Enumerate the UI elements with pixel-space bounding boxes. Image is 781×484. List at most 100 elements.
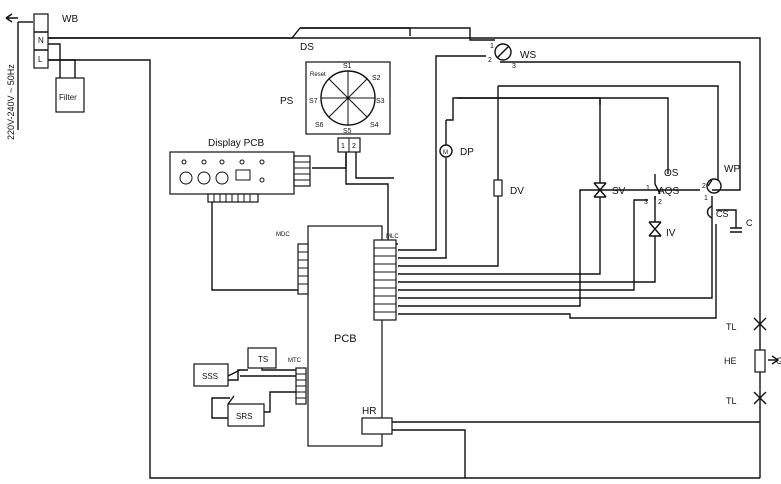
tl-bottom-symbol [753, 391, 767, 405]
dv-label: DV [510, 186, 524, 197]
wp-label: WP [724, 164, 740, 175]
c-capacitor-icon [730, 227, 742, 233]
mtc-pins [296, 373, 306, 399]
display-knob-1 [179, 171, 193, 185]
os-pin3: 3 [644, 199, 648, 206]
hr-connector [361, 417, 393, 435]
iv-symbol [648, 221, 662, 237]
display-knob-3 [215, 171, 229, 185]
cs-return-wire [398, 224, 717, 319]
ps-s2: S2 [372, 75, 381, 82]
mdc-label: MDC [276, 232, 290, 238]
display-led-1 [181, 159, 187, 165]
cs-c-wire [716, 209, 737, 228]
dp-pump: M DP [439, 144, 474, 158]
main-pcb: PCB MDC MLC MTC HR [276, 225, 399, 447]
iv-valve: IV [648, 221, 676, 239]
ps-s4: S4 [370, 122, 379, 129]
wp-pump: WP 1 2 CS C [702, 164, 753, 233]
ps-s6: S6 [315, 122, 324, 129]
sv-label: SV [612, 186, 626, 197]
l-label: L [38, 55, 43, 64]
ps-pin1: 1 [341, 143, 345, 150]
mtc-label: MTC [288, 358, 302, 364]
ps-label: PS [280, 96, 294, 107]
display-bottom-pins [213, 194, 251, 202]
ws-to-mlc-wire [398, 55, 486, 251]
cs-label: CS [716, 209, 729, 219]
program-selector: PS Reset S1 S2 S3 S4 S5 S6 S7 1 2 [280, 61, 391, 153]
filter-box [55, 77, 85, 113]
ts-wire [228, 369, 248, 381]
sv-valve: SV [593, 182, 626, 198]
dv-wire [398, 86, 499, 267]
ds-ws-wire [300, 27, 495, 41]
wp-contact [707, 179, 713, 187]
display-screen [235, 169, 251, 181]
dv-valve: DV [493, 179, 524, 197]
tl-bottom-label: TL [726, 396, 737, 406]
display-knob-2 [197, 171, 211, 185]
pcb-board [307, 225, 383, 447]
n-label: N [38, 36, 44, 45]
ps-s5: S5 [343, 128, 352, 135]
display-side-connector [293, 155, 311, 187]
os-pin1: 1 [646, 185, 650, 192]
mlc-label: MLC [386, 234, 399, 240]
upper-bus-rail [457, 97, 669, 174]
ts-box [247, 347, 277, 369]
srs-label: SRS [236, 412, 252, 421]
sv-symbol [593, 182, 607, 198]
sss-switch [227, 369, 241, 377]
ws-pin1: 1 [490, 43, 494, 50]
display-led-3 [219, 159, 225, 165]
dp-label: DP [460, 147, 474, 158]
display-bottom-connector [207, 193, 259, 203]
display-led-5 [259, 159, 265, 165]
display-pcb: Display PCB [169, 138, 311, 203]
sv-wire [398, 98, 601, 275]
os-aqs-switch: OS AQS 1 2 3 [644, 168, 679, 206]
display-led-4 [239, 159, 245, 165]
ts-label: TS [258, 355, 268, 364]
os-pin2: 2 [658, 199, 662, 206]
ps-s7: S7 [309, 98, 318, 105]
display-led-6 [259, 177, 265, 183]
supply-label: 220V-240V ~ 50Hz [6, 64, 16, 140]
ps-pin2-wire [355, 150, 394, 179]
ws-contact [496, 45, 510, 59]
right-rail-wire [48, 37, 761, 478]
wp-pin2: 2 [702, 183, 706, 190]
arrow-icon [5, 13, 18, 23]
ps-dial-spokes [321, 71, 375, 125]
aqs-label: AQS [658, 186, 679, 197]
mdc-pins [298, 251, 308, 285]
display-side-pins [294, 161, 310, 181]
ground-label: G [776, 356, 781, 366]
cs-symbol [706, 205, 713, 219]
iv-label: IV [666, 228, 676, 239]
filter: Filter [55, 77, 85, 113]
wp-wire [398, 196, 713, 299]
c-label: C [746, 218, 753, 228]
dp-circle [439, 144, 453, 158]
wb-terminal: WB N L 220V-240V ~ 50Hz [5, 13, 78, 140]
filter-wire-n [48, 43, 61, 78]
tl-top-label: TL [726, 322, 737, 332]
wb-block [33, 13, 49, 69]
dp-to-mlc-wire [398, 158, 447, 259]
dv-symbol [493, 179, 503, 197]
mlc-pins [374, 247, 396, 313]
tl-top-symbol [753, 317, 767, 331]
live-loop-wire [48, 59, 760, 479]
dp-symbol: M [443, 150, 448, 156]
ps-display-wire [312, 150, 347, 169]
display-pcb-label: Display PCB [208, 138, 264, 149]
display-mdc-wire [211, 200, 298, 291]
hr-bottom-wire [392, 429, 466, 478]
srs-switch [227, 395, 235, 405]
filter-label: Filter [59, 93, 77, 102]
ws-pin3: 3 [512, 63, 516, 70]
os-label: OS [664, 168, 679, 179]
sss-box [193, 363, 229, 387]
